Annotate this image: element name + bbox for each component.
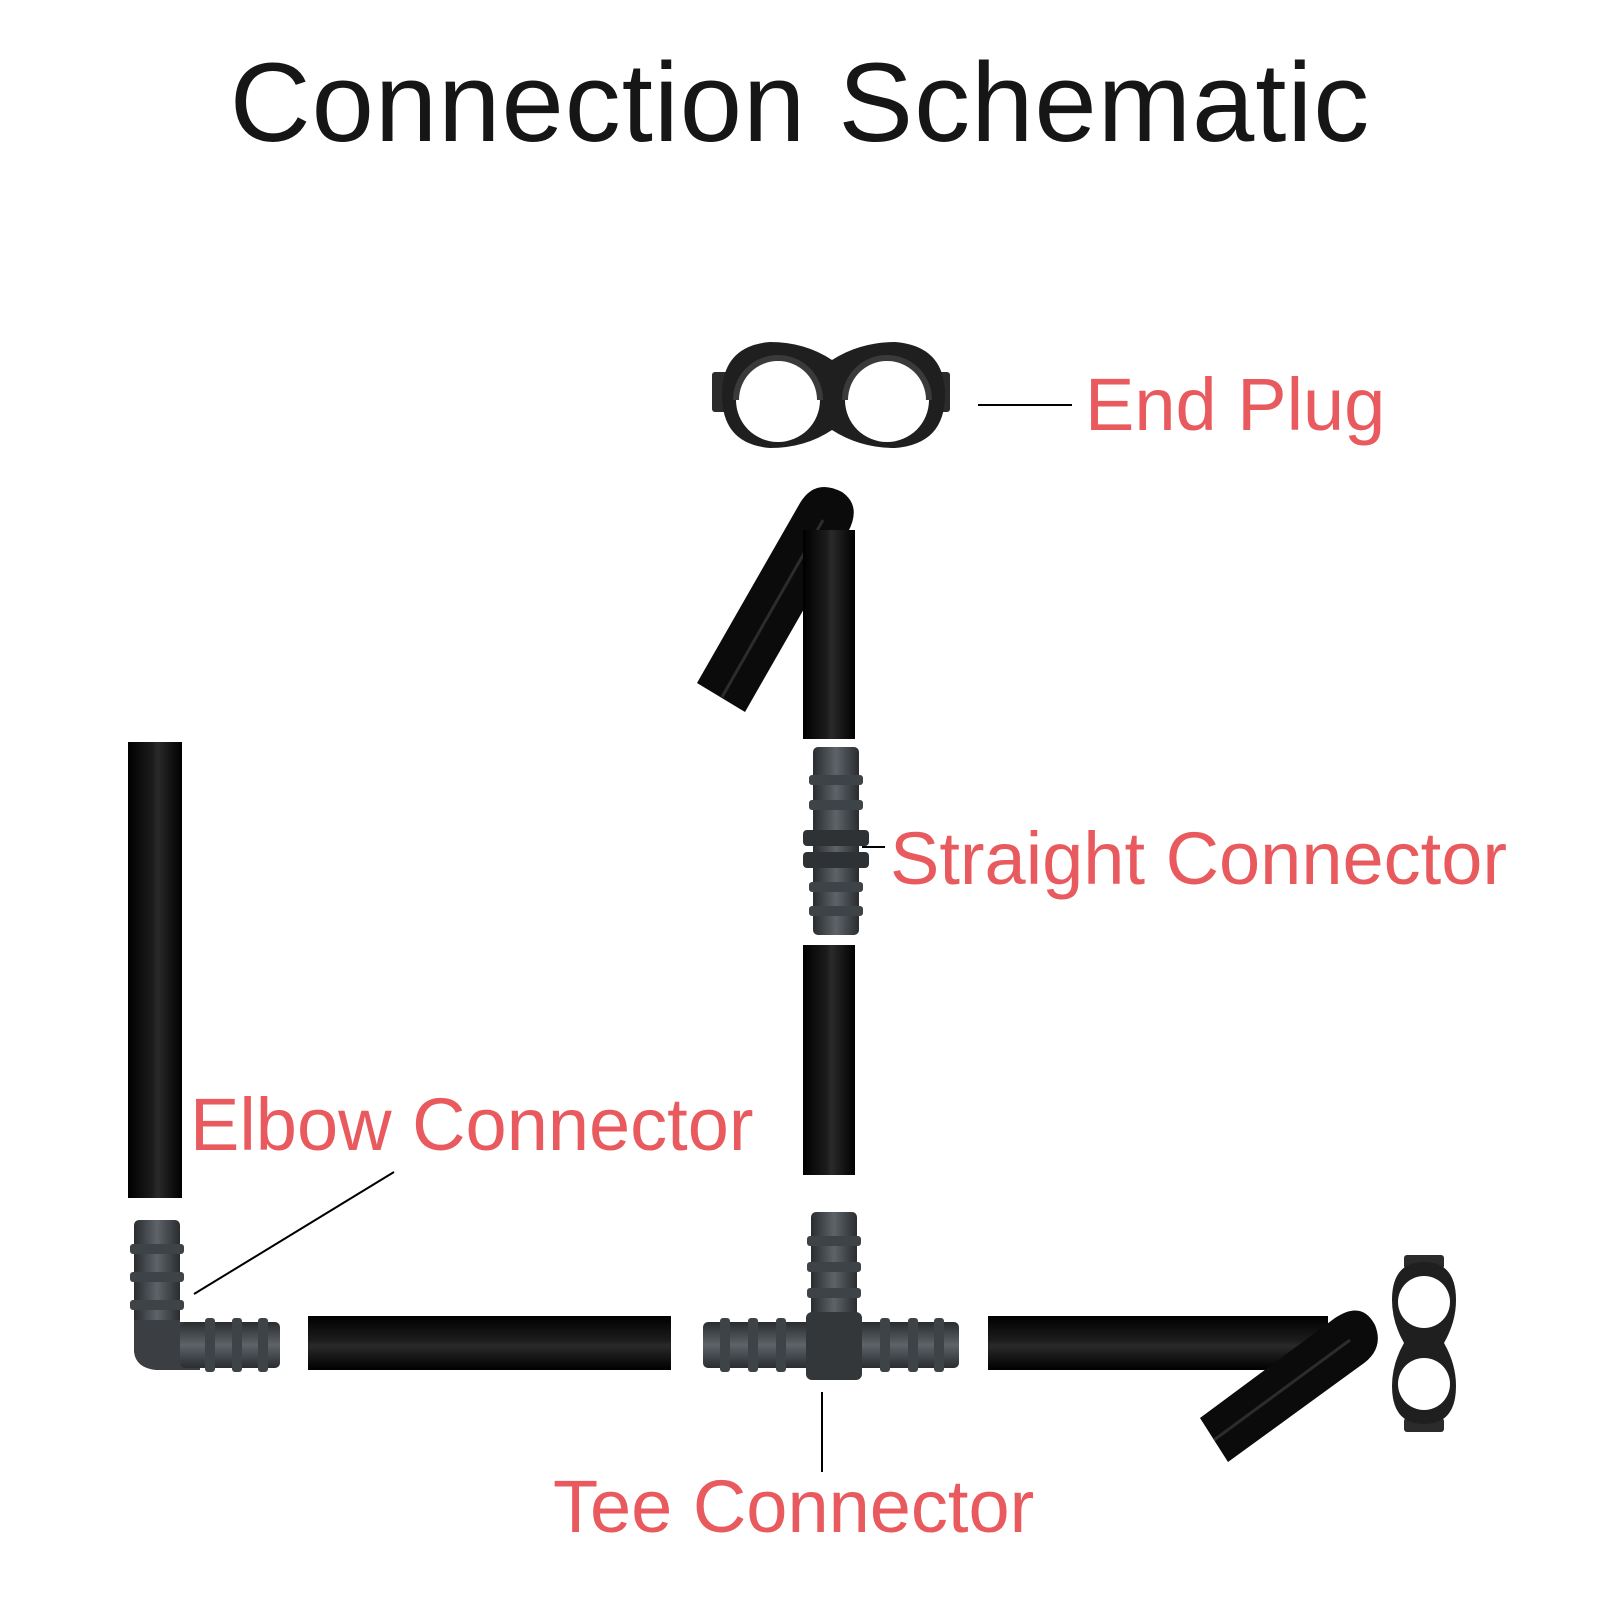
end-plug-top xyxy=(712,342,950,448)
tee-connector xyxy=(703,1212,959,1380)
straight-connector xyxy=(803,747,869,935)
tube-vertical-left xyxy=(128,742,182,1198)
tube-vertical-middle xyxy=(803,945,855,1175)
folded-tube-top xyxy=(697,486,855,739)
page-title: Connection Schematic xyxy=(229,40,1371,165)
label-straight-connector: Straight Connector xyxy=(890,817,1508,900)
folded-tube-right xyxy=(988,1310,1378,1462)
label-elbow-connector: Elbow Connector xyxy=(190,1083,754,1166)
elbow-connector xyxy=(130,1220,280,1372)
label-tee-connector: Tee Connector xyxy=(553,1465,1035,1548)
tube-horizontal-left xyxy=(308,1316,671,1370)
end-plug-right xyxy=(1392,1255,1456,1432)
leader-elbow-connector xyxy=(193,1171,395,1295)
label-end-plug: End Plug xyxy=(1085,363,1386,446)
